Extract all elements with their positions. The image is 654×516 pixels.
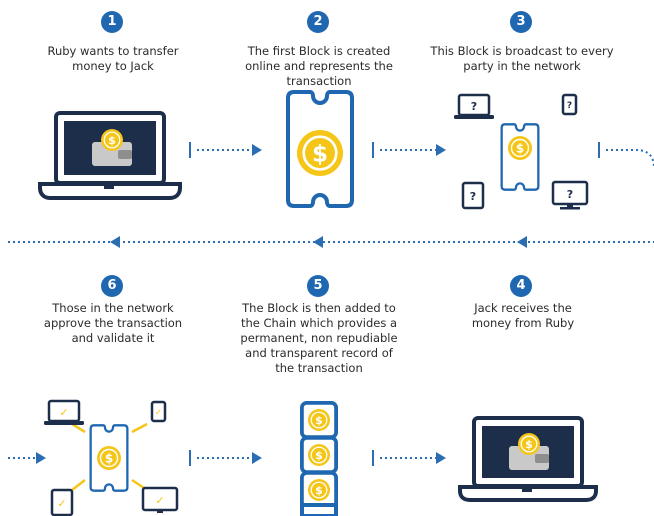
broadcast-block-icon — [500, 123, 540, 191]
arrow-5-to-4 — [372, 450, 446, 466]
svg-text:?: ? — [470, 190, 476, 203]
arrow-into-6 — [8, 452, 46, 464]
step-6-badge: 6 — [101, 275, 123, 297]
svg-text:?: ? — [567, 101, 572, 111]
arrow-3-curve — [598, 142, 654, 169]
validating-block-icon — [71, 422, 148, 492]
phone-approved-icon: ✓ — [150, 400, 167, 423]
return-arrow-line — [8, 236, 654, 248]
monitor-unknown-icon: ? — [551, 180, 589, 210]
step-1-badge: 1 — [101, 11, 123, 33]
arrow-6-to-5 — [189, 450, 262, 466]
step-5-badge: 5 — [307, 275, 329, 297]
step-2-badge: 2 — [307, 11, 329, 33]
svg-text:✓: ✓ — [57, 497, 66, 510]
block-puzzle-icon — [286, 90, 354, 208]
monitor-approved-icon: ✓ — [141, 486, 179, 513]
svg-text:✓: ✓ — [155, 494, 164, 507]
tablet-approved-icon: ✓ — [50, 488, 74, 516]
svg-text:✓: ✓ — [59, 406, 68, 419]
svg-text:✓: ✓ — [155, 408, 163, 418]
tablet-unknown-icon: ? — [461, 181, 485, 210]
arrow-1-to-2 — [189, 142, 262, 158]
laptop-unknown-icon: ? — [454, 93, 494, 119]
laptop-approved-icon: ✓ — [44, 399, 84, 425]
laptop-received-icon — [458, 416, 598, 502]
step-3-badge: 3 — [510, 11, 532, 33]
svg-text:?: ? — [567, 188, 573, 201]
arrow-2-to-3 — [372, 142, 446, 158]
blockchain-icon — [300, 401, 338, 516]
svg-text:?: ? — [471, 100, 477, 113]
laptop-wallet-icon — [38, 111, 182, 200]
phone-unknown-icon: ? — [561, 93, 578, 116]
step-4-badge: 4 — [510, 275, 532, 297]
